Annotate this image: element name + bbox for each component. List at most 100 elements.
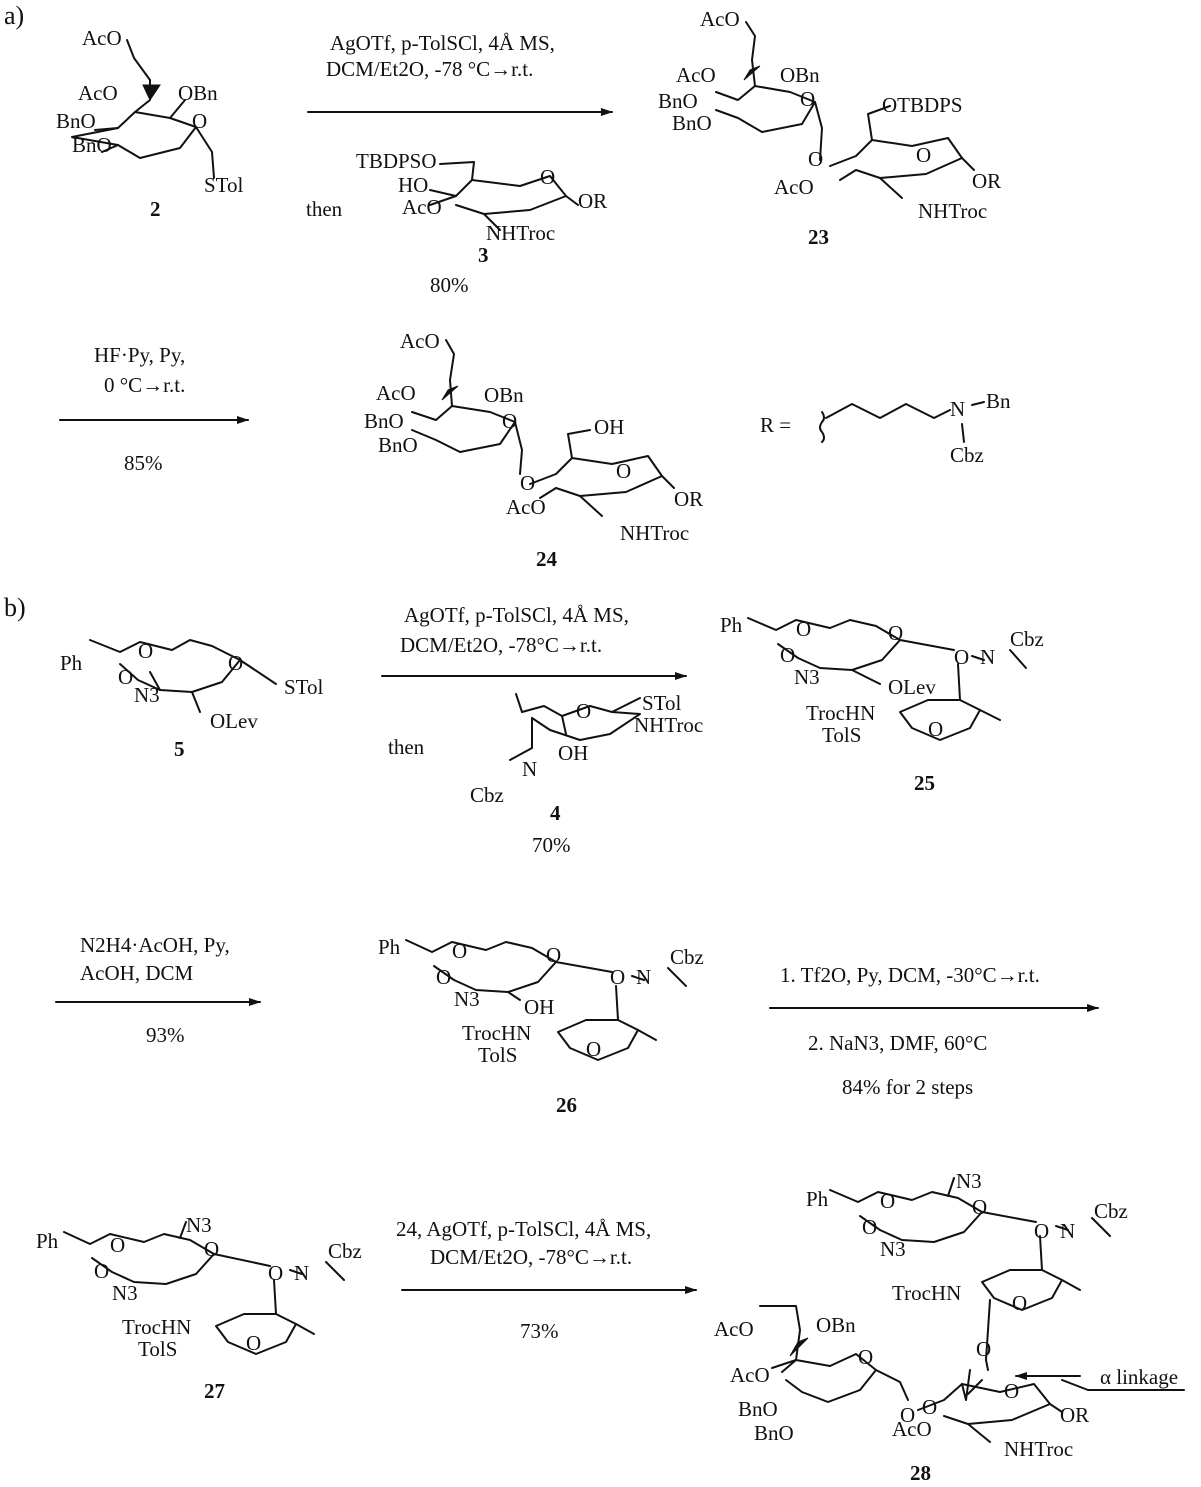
reaction-5: 1. Tf2O, Py, DCM, -30°C→r.t. 2. NaN3, DM… <box>769 963 1099 1099</box>
reaction-4: N2H4·AcOH, Py, AcOH, DCM 93% <box>55 933 261 1047</box>
compound-number: 27 <box>204 1379 225 1403</box>
label: TolS <box>822 723 861 747</box>
label: OH <box>594 415 624 439</box>
label: Cbz <box>950 443 984 467</box>
condition-line: HF·Py, Py, <box>94 343 185 367</box>
label: AcO <box>402 195 442 219</box>
label: OLev <box>888 675 936 699</box>
compound-27: Ph O O O N3 N3 O N Cbz TrocHN TolS O 27 <box>36 1213 362 1403</box>
label: O <box>1004 1379 1019 1403</box>
label: N3 <box>186 1213 212 1237</box>
panel-label-a: a) <box>4 1 24 30</box>
label: N3 <box>794 665 820 689</box>
label: OR <box>1060 1403 1089 1427</box>
label: O <box>928 717 943 741</box>
label: Ph <box>36 1229 59 1253</box>
label: AcO <box>892 1417 932 1441</box>
label: N <box>294 1261 309 1285</box>
label: O <box>808 147 823 171</box>
condition-line: N2H4·AcOH, Py, <box>80 933 230 957</box>
compound-28: Ph O O O N3 N3 O N Cbz TrocHN O O AcO OB… <box>714 1169 1185 1485</box>
condition-line: DCM/Et2O, -78°C→r.t. <box>430 1245 632 1269</box>
label: O <box>916 143 931 167</box>
label: AcO <box>714 1317 754 1341</box>
label: Ph <box>806 1187 829 1211</box>
label: AcO <box>676 63 716 87</box>
compound-number: 25 <box>914 771 935 795</box>
label: Cbz <box>670 945 704 969</box>
label: AcO <box>506 495 546 519</box>
label: O <box>452 939 467 963</box>
then-label: then <box>388 735 425 759</box>
label: N <box>980 645 995 669</box>
label: O <box>118 665 133 689</box>
compound-23: AcO AcO OBn BnO BnO O OTBDPS O O AcO OR … <box>658 7 1001 249</box>
compound-2: AcO AcO OBn O BnO BnO STol 2 <box>56 26 244 221</box>
label: O <box>888 621 903 645</box>
condition-line: 1. Tf2O, Py, DCM, -30°C→r.t. <box>780 963 1040 987</box>
condition-line: 24, AgOTf, p-TolSCl, 4Å MS, <box>396 1217 651 1241</box>
label: O <box>880 1189 895 1213</box>
label: BnO <box>754 1421 794 1445</box>
label: O <box>1012 1291 1027 1315</box>
compound-5: Ph O O O STol N3 OLev 5 <box>60 639 324 761</box>
label: Cbz <box>328 1239 362 1263</box>
label: OH <box>524 995 554 1019</box>
label: BnO <box>672 111 712 135</box>
reaction-3: AgOTf, p-TolSCl, 4Å MS, DCM/Et2O, -78°C→… <box>381 603 687 857</box>
label: O <box>546 943 561 967</box>
label: N3 <box>454 987 480 1011</box>
label: N3 <box>112 1281 138 1305</box>
label: OR <box>578 189 607 213</box>
label: TBDPSO <box>356 149 437 173</box>
label: O <box>502 409 517 433</box>
label: O <box>1034 1219 1049 1243</box>
yield-label: 85% <box>124 451 163 475</box>
label: O <box>268 1261 283 1285</box>
yield-label: 93% <box>146 1023 185 1047</box>
label: AcO <box>82 26 122 50</box>
condition-line: DCM/Et2O, -78 °C→r.t. <box>326 57 533 81</box>
label: O <box>954 645 969 669</box>
label: BnO <box>56 109 96 133</box>
label: AcO <box>376 381 416 405</box>
label: TrocHN <box>892 1281 961 1305</box>
label: AcO <box>700 7 740 31</box>
compound-4: O STol NHTroc OH N Cbz 4 <box>470 691 703 825</box>
label: O <box>540 165 555 189</box>
yield-label: 73% <box>520 1319 559 1343</box>
label: STol <box>284 675 324 699</box>
r-group-definition: R = N Bn Cbz <box>760 389 1011 467</box>
label: Ph <box>60 651 83 675</box>
label: O <box>520 471 535 495</box>
compound-number: 28 <box>910 1461 931 1485</box>
label: O <box>972 1195 987 1219</box>
label: O <box>138 639 153 663</box>
label: N <box>950 397 965 421</box>
condition-line: AcOH, DCM <box>80 961 193 985</box>
label: O <box>246 1331 261 1355</box>
label: NHTroc <box>918 199 987 223</box>
label: N3 <box>134 683 160 707</box>
label: N <box>522 757 537 781</box>
label: O <box>576 699 591 723</box>
alpha-linkage-annotation: α linkage <box>1015 1365 1178 1389</box>
label: O <box>858 1345 873 1369</box>
compound-24: AcO AcO OBn BnO BnO O OH O O AcO OR NHTr… <box>364 329 703 571</box>
label: OBn <box>484 383 524 407</box>
label: AcO <box>730 1363 770 1387</box>
label: OR <box>972 169 1001 193</box>
label: BnO <box>738 1397 778 1421</box>
label: O <box>862 1215 877 1239</box>
label: TrocHN <box>122 1315 191 1339</box>
compound-number: 24 <box>536 547 558 571</box>
label: O <box>94 1259 109 1283</box>
label: NHTroc <box>634 713 703 737</box>
label: OBn <box>178 81 218 105</box>
label: O <box>436 965 451 989</box>
condition-line: DCM/Et2O, -78°C→r.t. <box>400 633 602 657</box>
label: NHTroc <box>486 221 555 245</box>
label: O <box>922 1395 937 1419</box>
compound-3: TBDPSO HO O AcO OR NHTroc 3 <box>356 149 607 267</box>
